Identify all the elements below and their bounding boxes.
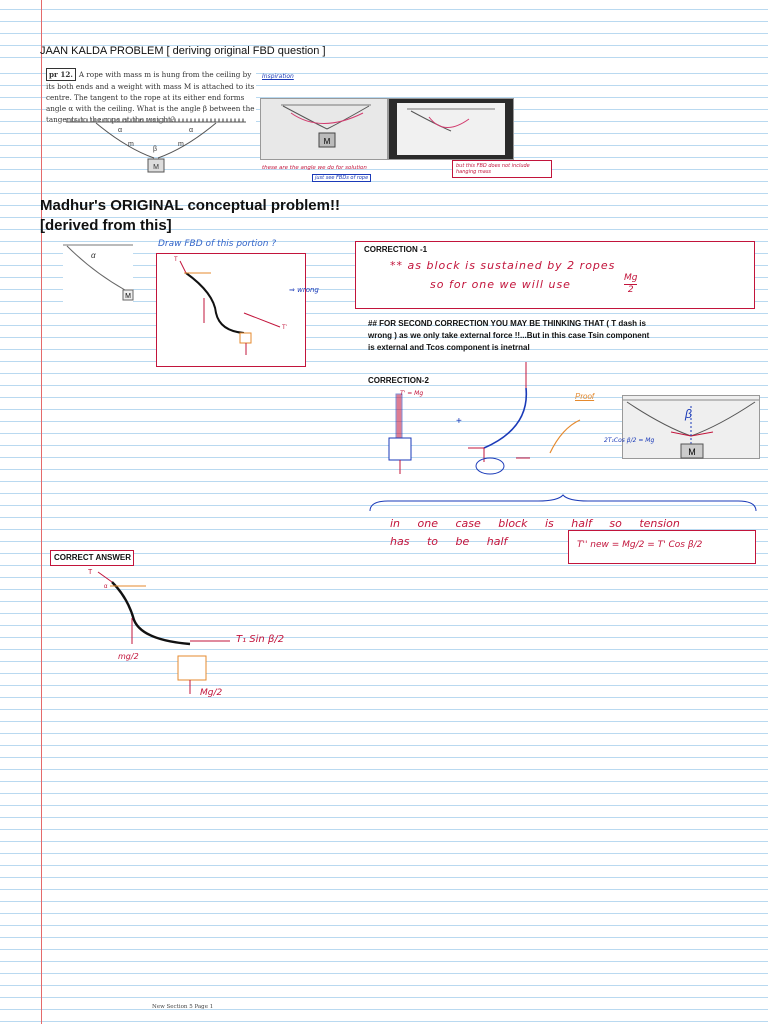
angle-note: these are the angle we do for solution [262, 165, 367, 171]
fig-alpha-left: α [118, 127, 122, 134]
correction2-label: CORRECTION-2 [368, 376, 429, 385]
draw-fbd-prompt: Draw FBD of this portion ? [158, 239, 277, 249]
wrong-fbd-box [156, 253, 306, 367]
answer-mg2: mg/2 [118, 652, 139, 661]
wrong-fbd-diagram: T T' [174, 257, 287, 355]
inspiration-photo-left: M [260, 98, 388, 160]
see-fbd-note: just see FBDs of rope [312, 174, 372, 182]
correction1-den: 2 [627, 285, 634, 295]
margin-line [41, 0, 42, 1024]
proof-photo: M β [622, 395, 760, 459]
t-prime-eq: T' = Mg [400, 390, 424, 397]
main-heading: Madhur's ORIGINAL conceptual problem!! [… [40, 196, 340, 236]
answer-alpha: α [104, 584, 108, 590]
svg-text:T: T [174, 257, 178, 263]
fig-m-left: m [128, 141, 134, 148]
inspiration-photo-right [388, 98, 514, 160]
half-tension-eq: T'' new = Mg/2 = T' Cos β/2 [577, 540, 703, 550]
reference-figure: α M [63, 242, 134, 302]
heading-line1: Madhur's ORIGINAL conceptual problem!! [40, 197, 340, 214]
proof-mass-M: M [688, 447, 696, 457]
correction1-fraction: Mg 2 [624, 273, 638, 296]
problem-tag: pr 12. [46, 68, 76, 81]
proof-label: Proof [575, 392, 595, 401]
correct-answer-fbd: T α [88, 569, 230, 694]
page-footer: New Section 5 Page 1 [152, 1004, 214, 1010]
inspiration-label: Inspiration [262, 73, 294, 80]
svg-text:T: T [88, 569, 93, 576]
photo-mass-M: M [324, 137, 331, 146]
correction2-diagram: + [388, 362, 581, 475]
page-title: JAAN KALDA PROBLEM [ deriving original F… [40, 45, 326, 57]
half-note-line2: has to be half [390, 535, 508, 548]
fig-mass-M: M [153, 164, 159, 171]
fig-alpha-right: α [189, 127, 193, 134]
svg-text:T': T' [282, 325, 287, 331]
second-correction-note: ## FOR SECOND CORRECTION YOU MAY BE THIN… [368, 319, 650, 352]
wrong-label: ⇒ wrong [289, 286, 319, 294]
problem-statement: pr 12.A rope with mass m is hung from th… [46, 68, 256, 125]
svg-text:+: + [456, 416, 462, 427]
correction1-box: CORRECTION -1 ** as block is sustained b… [355, 241, 755, 309]
correct-answer-label-box: CORRECT ANSWER [50, 550, 134, 566]
proof-eq: 2T₁Cos β/2 = Mg [604, 437, 655, 444]
curly-brace [369, 494, 757, 512]
ref-mass-M: M [125, 293, 131, 300]
ref-alpha: α [91, 251, 96, 260]
correction1-num: Mg [624, 273, 638, 285]
answer-Mg2: Mg/2 [200, 688, 223, 698]
proof-beta: β [684, 407, 692, 421]
half-tension-eq-box: T'' new = Mg/2 = T' Cos β/2 [568, 530, 756, 564]
answer-t1: T₁ Sin β/2 [236, 634, 285, 645]
fig-m-right: m [178, 141, 184, 148]
correction1-line1: ** as block is sustained by 2 ropes [390, 259, 616, 272]
heading-line2: [derived from this] [40, 217, 172, 234]
hanging-mass-note: but this FBD does not include hanging ma… [456, 163, 530, 175]
problem-text: A rope with mass m is hung from the ceil… [46, 70, 255, 124]
half-note-line1: in one case block is half so tension [390, 517, 680, 530]
correction1-label: CORRECTION -1 [364, 245, 428, 254]
problem-figure: M α α β m m [66, 118, 246, 173]
correction1-line2: so for one we will use [430, 278, 571, 291]
hanging-mass-note-box: but this FBD does not include hanging ma… [452, 160, 552, 178]
correct-answer-label: CORRECT ANSWER [54, 553, 132, 562]
fig-beta: β [153, 146, 157, 153]
